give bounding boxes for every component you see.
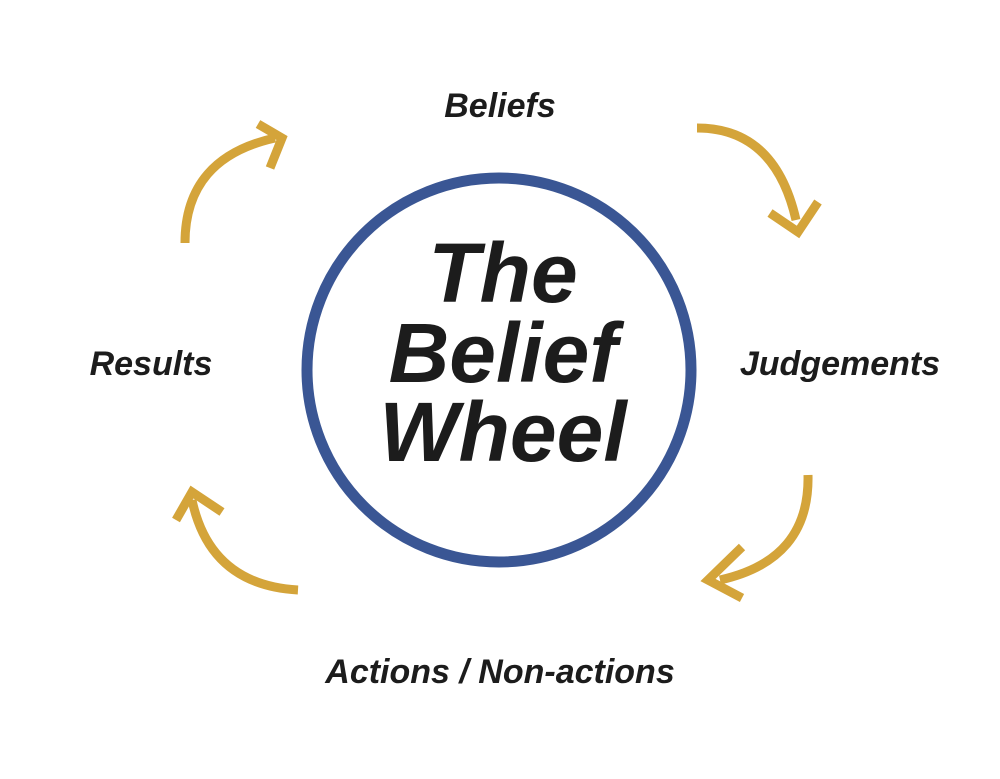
center-ring (301, 172, 697, 568)
arrow-beliefs-to-judgements (696, 123, 822, 239)
stage-label-judgements: Judgements (740, 345, 940, 383)
arrow-judgements-to-actions (700, 474, 813, 602)
stage-label-beliefs: Beliefs (444, 87, 556, 125)
title-line-wheel: Wheel (379, 385, 628, 479)
arrow-results-to-beliefs (180, 120, 288, 244)
stage-label-actions: Actions / Non-actions (324, 653, 674, 691)
title-line-belief: Belief (389, 306, 625, 400)
arrow-actions-to-results (172, 485, 299, 595)
stage-label-results: Results (90, 345, 213, 383)
title-line-the: The (428, 226, 577, 320)
